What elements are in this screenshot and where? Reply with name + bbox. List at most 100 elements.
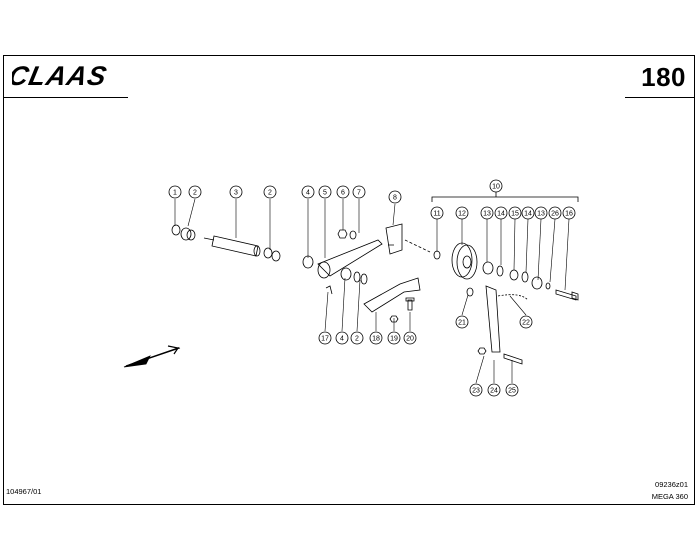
callout-balloon	[188, 185, 202, 199]
callout-number: 3	[234, 190, 238, 197]
part-arm-5	[317, 239, 383, 277]
callout-balloon	[350, 331, 364, 345]
callout-balloon	[562, 206, 576, 220]
leader-lines	[174, 198, 570, 384]
callout-balloon	[508, 206, 522, 220]
callout-balloon	[335, 331, 349, 345]
header-rule-left	[4, 97, 128, 98]
drawing-frame	[3, 55, 695, 505]
callout-number: 6	[341, 190, 345, 197]
callout-number: 13	[537, 211, 545, 218]
callout-balloon	[318, 185, 332, 199]
callout-balloon	[387, 331, 401, 345]
part-washer-1	[171, 224, 181, 236]
part-washer-7	[349, 230, 357, 240]
part-washer-2b	[186, 229, 196, 241]
part-circlip-15	[509, 269, 519, 281]
part-bearing-13	[482, 261, 494, 275]
callout-number: 21	[458, 320, 466, 327]
part-spring-22	[497, 294, 529, 301]
callout-balloon	[494, 206, 508, 220]
callout-number: 20	[406, 336, 414, 343]
part-washer-2d	[271, 250, 281, 262]
direction-arrow	[125, 345, 180, 367]
callout-number: 10	[492, 184, 500, 191]
part-rod-24	[485, 285, 501, 353]
callout-number: 1	[173, 190, 177, 197]
callout-balloon	[352, 185, 366, 199]
callout-balloon	[548, 206, 562, 220]
callout-number: 18	[372, 336, 380, 343]
part-pulley-12	[451, 242, 473, 278]
parts-drawing	[171, 223, 579, 365]
part-lever-18	[363, 277, 421, 313]
callout-balloon	[487, 383, 501, 397]
part-pin-17	[325, 285, 333, 295]
callout-balloon	[168, 185, 182, 199]
part-bolt-20	[405, 297, 415, 311]
callout-balloon	[489, 179, 503, 193]
callout-number: 16	[565, 211, 573, 218]
part-washer-2c	[263, 247, 273, 259]
part-bushing-4b	[340, 267, 352, 281]
callout-balloon	[505, 383, 519, 397]
callout-number: 14	[497, 211, 505, 218]
document-reference: 104967/01	[6, 487, 42, 496]
callout-number: 23	[472, 388, 480, 395]
claas-logo-text: CLAAS	[12, 61, 110, 91]
part-bolt-16	[555, 289, 577, 301]
callout-balloon	[388, 190, 402, 204]
part-washer-2e	[353, 271, 361, 283]
callout-balloon	[369, 331, 383, 345]
callout-number: 4	[306, 190, 310, 197]
callout-number: 2	[355, 336, 359, 343]
callout-balloon	[430, 206, 444, 220]
part-washer-26	[545, 282, 551, 290]
callout-number: 13	[483, 211, 491, 218]
part-ring-14	[496, 265, 504, 277]
callout-balloon	[455, 315, 469, 329]
part-bolt-25	[503, 353, 523, 365]
callout-balloon	[534, 206, 548, 220]
machine-model: MEGA 360	[651, 492, 688, 501]
callout-number: 22	[522, 320, 530, 327]
claas-logo: CLAAS	[12, 61, 110, 91]
callout-balloon	[301, 185, 315, 199]
callout-number: 2	[268, 190, 272, 197]
group-bracket	[431, 196, 579, 202]
callout-number: 26	[551, 211, 559, 218]
callout-balloon	[336, 185, 350, 199]
part-bushing-4	[302, 255, 314, 269]
part-nut-23	[477, 347, 487, 355]
part-shaft-3	[203, 235, 259, 257]
callout-number: 7	[357, 190, 361, 197]
part-nut-6	[337, 229, 348, 239]
part-ring-14b	[521, 271, 529, 283]
part-bracket-8	[385, 223, 403, 255]
callout-number: 15	[511, 211, 519, 218]
part-washer-21	[466, 287, 474, 297]
callout-number: 14	[524, 211, 532, 218]
callout-balloon	[318, 331, 332, 345]
callout-balloon	[519, 315, 533, 329]
callout-number: 8	[393, 195, 397, 202]
callout-balloon	[403, 331, 417, 345]
drawing-code: 09236z01	[655, 480, 688, 489]
part-bearing-13b	[531, 276, 543, 290]
callout-balloon	[263, 185, 277, 199]
page-number: 180	[641, 62, 686, 92]
callout-number: 17	[321, 336, 329, 343]
callout-balloon	[469, 383, 483, 397]
callout-number: 19	[390, 336, 398, 343]
callout-balloon	[521, 206, 535, 220]
callout-number: 5	[323, 190, 327, 197]
callout-balloon	[480, 206, 494, 220]
callout-number: 2	[193, 190, 197, 197]
callout-number: 24	[490, 388, 498, 395]
callout-number: 11	[433, 211, 440, 218]
callout-number: 12	[458, 211, 466, 218]
callout-balloon	[229, 185, 243, 199]
callout-number: 4	[340, 336, 344, 343]
